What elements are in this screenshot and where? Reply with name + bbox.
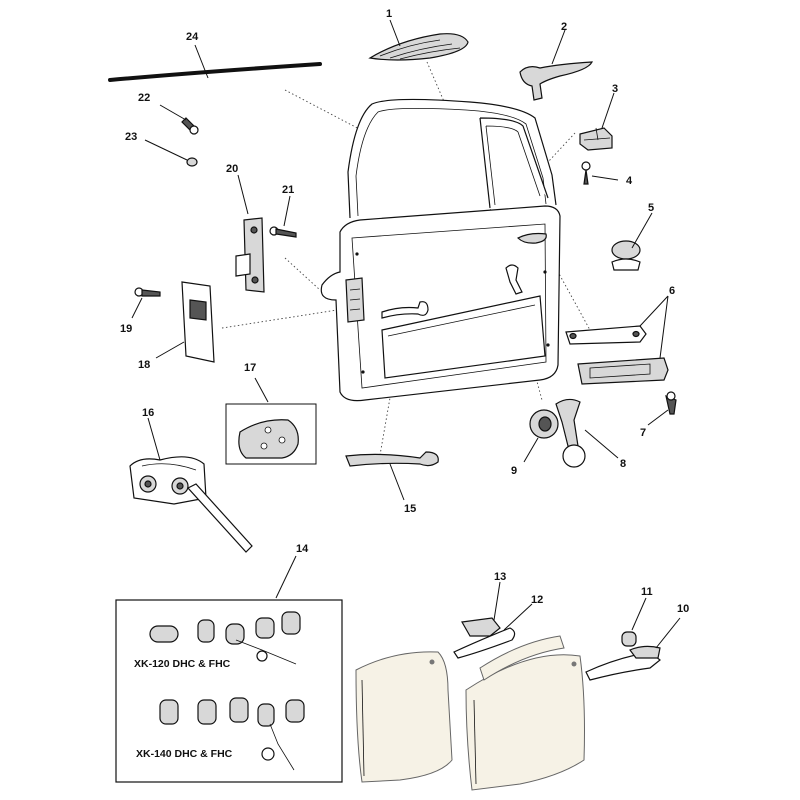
xk120-lock-cylinders	[149, 611, 301, 665]
part-9-escutcheon-ring: 9	[511, 409, 559, 477]
callout-19: 19	[120, 323, 132, 335]
callout-16: 16	[142, 407, 154, 419]
callout-5: 5	[648, 202, 654, 214]
callout-18: 18	[138, 359, 150, 371]
callout-22: 22	[138, 92, 150, 104]
part-16-window-regulator: 16	[129, 407, 253, 553]
callout-9: 9	[511, 465, 517, 477]
part-23-washer: 23	[125, 131, 198, 167]
part-1-vent-window: 1	[368, 8, 469, 61]
part-6-escutcheon-plates: 6	[565, 285, 675, 385]
part-13-push-button-lock: 13	[461, 571, 506, 637]
part-20-door-hinge: 20	[226, 163, 265, 293]
part-8-window-crank: 8	[555, 398, 626, 470]
part-15-door-pull: 15	[345, 451, 439, 515]
part-24-waist-seal: 24	[108, 31, 322, 82]
callout-21: 21	[282, 184, 294, 196]
part-12-outer-handle: 12	[453, 594, 543, 659]
callout-23: 23	[125, 131, 137, 143]
callout-7: 7	[640, 427, 646, 439]
callout-12: 12	[531, 594, 543, 606]
callout-2: 2	[561, 21, 567, 33]
part-10-outer-handle: 10	[585, 603, 689, 681]
part-19-screw: 19	[120, 287, 161, 335]
xk140-lock-cylinders	[159, 697, 305, 771]
part-5-push-button: 5	[611, 202, 654, 271]
callout-10: 10	[677, 603, 689, 615]
callout-3: 3	[612, 83, 618, 95]
caption-xk140: XK-140 DHC & FHC	[136, 748, 233, 760]
callout-24: 24	[186, 31, 199, 43]
part-14-lock-sets-inset: 14 XK-120 DHC & FHC XK-140 DHC & FHC	[115, 543, 343, 783]
callout-13: 13	[494, 571, 506, 583]
callout-6: 6	[669, 285, 675, 297]
callout-8: 8	[620, 458, 626, 470]
caption-xk120: XK-120 DHC & FHC	[134, 658, 231, 670]
callout-1: 1	[386, 8, 392, 20]
part-21-screw: 21	[269, 184, 297, 238]
part-2-vent-latch-handle: 2	[519, 21, 594, 101]
lower-door-panels	[355, 635, 585, 791]
callout-17: 17	[244, 362, 256, 374]
callout-14: 14	[296, 543, 309, 555]
part-18-lock-plate: 18	[138, 281, 215, 371]
door-assembly	[320, 98, 561, 402]
callout-4: 4	[626, 175, 633, 187]
callout-11: 11	[641, 586, 653, 598]
part-11-lock-barrel: 11	[621, 586, 653, 647]
part-7-screw: 7	[640, 391, 677, 439]
part-3-catch-plate: 3	[579, 83, 618, 151]
callout-15: 15	[404, 503, 416, 515]
part-17-regulator-gasket: 17	[225, 362, 317, 465]
part-4-screw: 4	[581, 161, 633, 187]
part-22-screw: 22	[138, 92, 199, 135]
callout-20: 20	[226, 163, 238, 175]
